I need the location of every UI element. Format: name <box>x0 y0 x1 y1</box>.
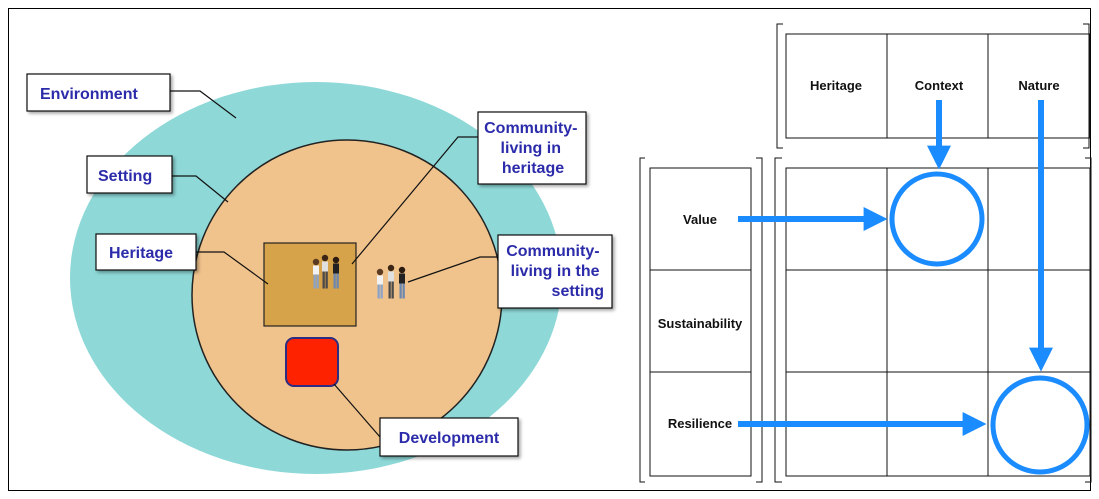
grid-bracket-right <box>1085 157 1092 483</box>
column-header-bracket-right <box>1083 23 1090 149</box>
row-header-resilience: Resilience <box>668 416 732 431</box>
column-header-heritage: Heritage <box>810 78 862 93</box>
setting-label: Setting <box>98 168 152 185</box>
column-header-nature: Nature <box>1018 78 1059 93</box>
community-figures-setting-icon <box>376 264 406 299</box>
heritage-label-box: Heritage <box>95 233 197 271</box>
development-square <box>285 337 339 387</box>
environment-label-box: Environment <box>26 73 171 112</box>
development-leader <box>333 383 381 438</box>
community-heritage-label-box: Community- living in heritage <box>477 111 587 185</box>
row-header-bracket-right <box>756 157 763 483</box>
highlight-circle-resilience-nature <box>990 375 1090 475</box>
matrix-arrows <box>738 100 1053 436</box>
row-header-table <box>649 167 752 477</box>
row-header-bracket-left <box>639 157 645 483</box>
community-heritage-line-3: heritage <box>502 160 564 177</box>
setting-leader <box>172 175 229 203</box>
heritage-leader <box>196 251 269 285</box>
community-figures-icon <box>312 254 340 289</box>
leader-lines <box>170 90 498 438</box>
environment-leader <box>170 90 237 119</box>
development-label: Development <box>399 430 500 447</box>
community-setting-line-1: Community- <box>506 243 599 260</box>
nested-context-diagram: Environment Setting Heritage Community- … <box>26 73 613 474</box>
environment-label: Environment <box>40 86 138 103</box>
matrix-grid <box>785 167 1091 477</box>
community-setting-line-3: setting <box>552 283 604 300</box>
community-setting-label-box: Community- living in the setting <box>497 234 613 309</box>
community-heritage-line-2: living in <box>501 140 561 157</box>
grid-bracket-left <box>774 157 782 483</box>
heritage-square <box>263 242 357 327</box>
row-header-sustainability: Sustainability <box>658 316 743 331</box>
community-setting-leader <box>407 256 498 283</box>
setting-label-box: Setting <box>86 155 173 194</box>
row-header-value: Value <box>683 212 717 227</box>
community-setting-line-2: living in the <box>511 263 600 280</box>
heritage-label: Heritage <box>109 245 173 262</box>
community-heritage-label: Community- living in heritage <box>484 120 582 177</box>
community-heritage-line-1: Community- <box>484 120 577 137</box>
column-header-context: Context <box>915 78 964 93</box>
column-header-bracket-left <box>776 23 783 149</box>
community-heritage-leader <box>351 136 478 265</box>
highlight-circle-value-context <box>889 171 985 267</box>
community-setting-label: Community- living in the setting <box>506 243 604 300</box>
development-label-box: Development <box>379 417 519 457</box>
